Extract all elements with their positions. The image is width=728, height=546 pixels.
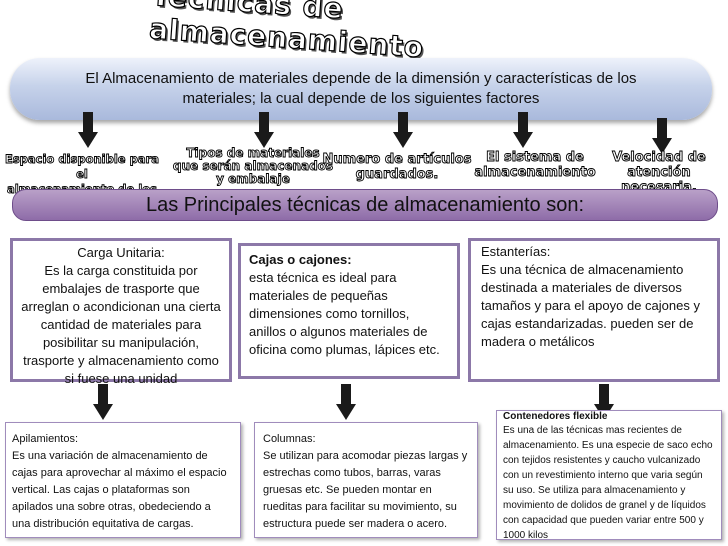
banner-line-1: El Almacenamiento de materiales depende … [85,70,637,87]
technique-carga-unitaria: Carga Unitaria: Es la carga constituida … [10,238,232,386]
arrow-down-icon [652,118,672,154]
intro-banner: El Almacenamiento de materiales depende … [10,58,712,120]
technique-title: Estanterías: [481,244,551,259]
techniques-header: Las Principales técnicas de almacenamien… [12,189,718,221]
technique-title: Carga Unitaria: [77,245,165,260]
technique-columnas: Columnas: Se utilizan para acomodar piez… [254,422,478,538]
technique-apilamientos: Apilamientos: Es una variación de almace… [5,422,241,538]
technique-title: Columnas: [263,433,316,445]
arrow-down-icon [254,112,274,148]
arrow-down-icon [393,112,413,148]
arrow-down-icon [513,112,533,148]
technique-title: Cajas o cajones: [249,252,352,267]
technique-contenedores: Contenedores flexible Es una de las técn… [496,410,722,541]
technique-title: Apilamientos: [12,433,79,445]
technique-title: Contenedores flexible [503,411,608,422]
arrow-down-icon [336,384,356,420]
banner-line-2: materiales; la cual depende de los sigui… [182,90,540,107]
arrow-down-icon [78,112,98,148]
technique-cajas: Cajas o cajones: esta técnica es ideal p… [238,243,460,379]
arrow-down-icon [93,384,113,420]
technique-estanterias: Estanterías: Es una técnica de almacenam… [468,238,720,382]
diagram-title: Técnicas de almacenamiento [148,0,426,65]
